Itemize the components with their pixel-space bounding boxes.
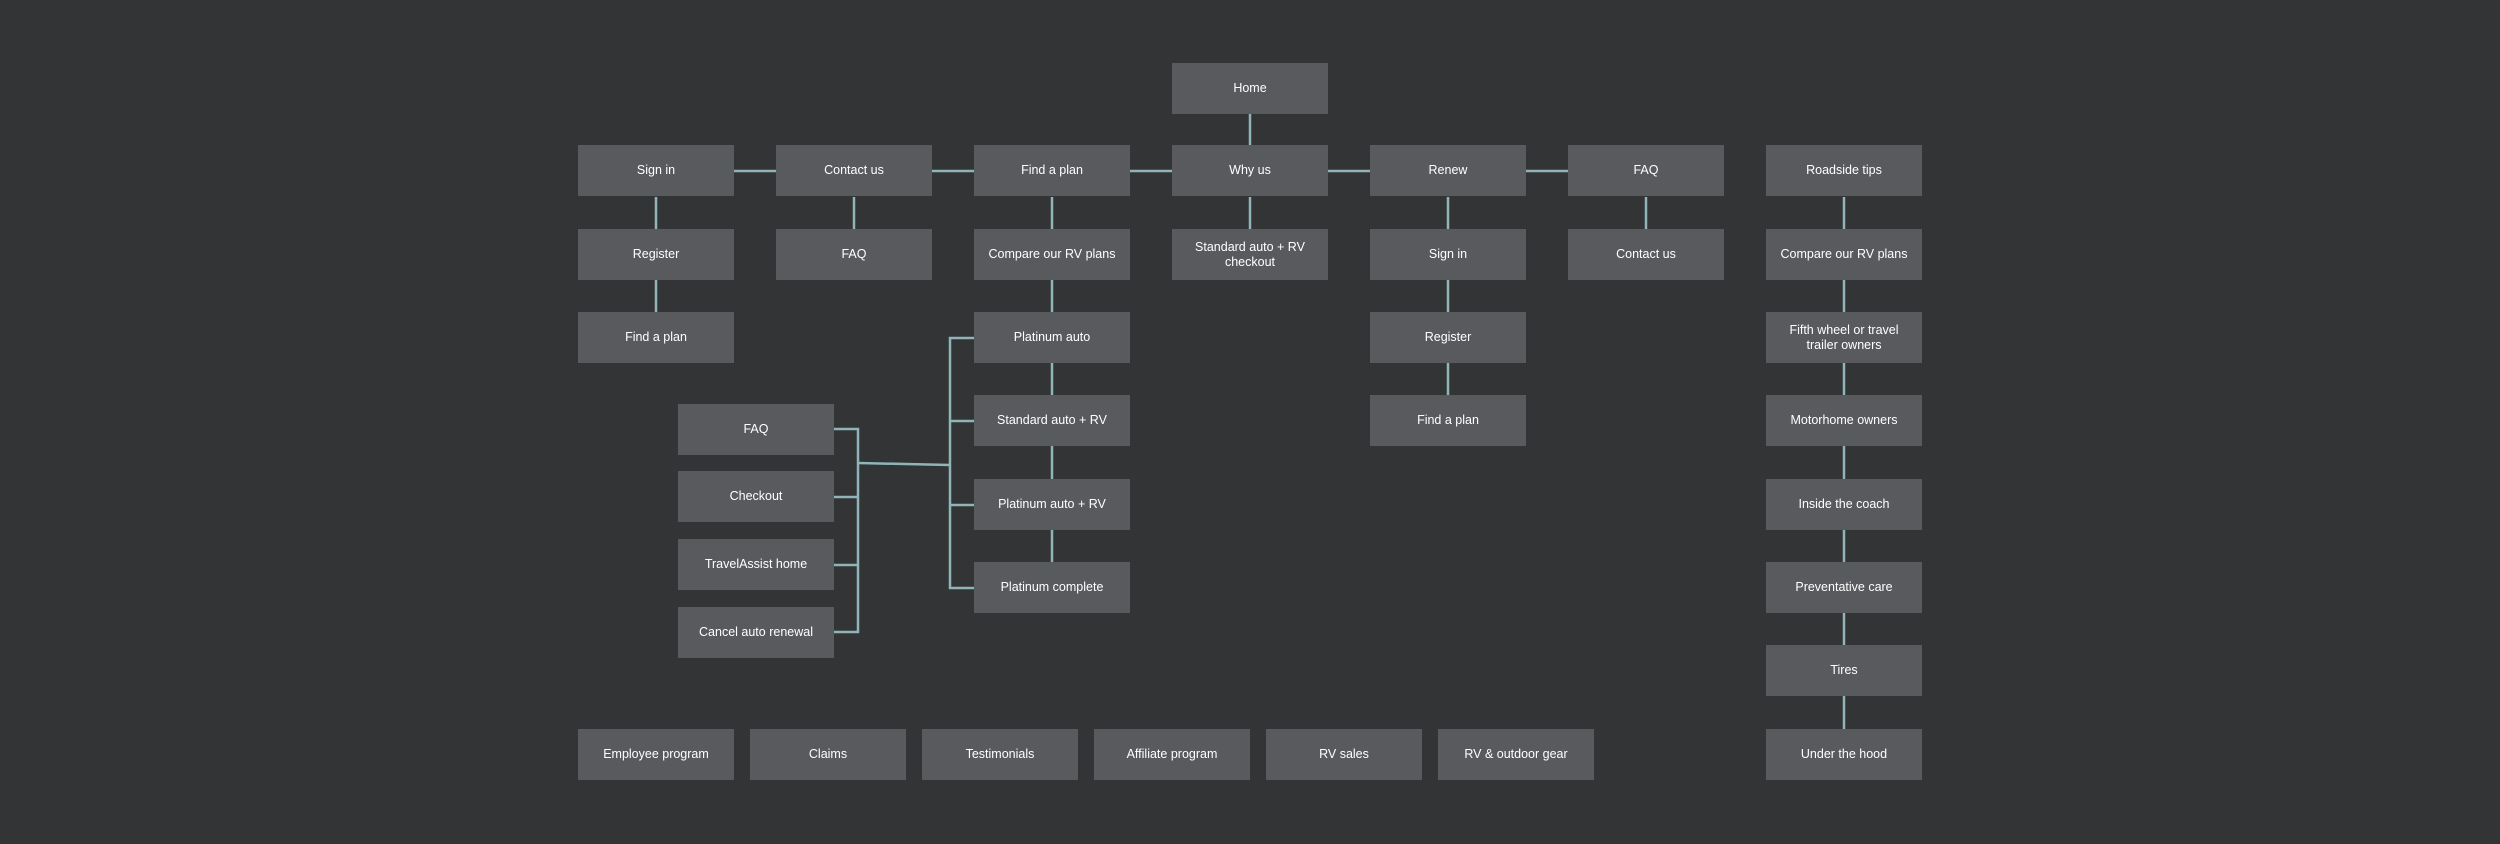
node-contact-us-faq[interactable]: FAQ	[776, 229, 932, 280]
node-sign-in-find-a-plan[interactable]: Find a plan	[578, 312, 734, 363]
node-plan-cancel-auto-renewal[interactable]: Cancel auto renewal	[678, 607, 834, 658]
node-tips-inside-the-coach[interactable]: Inside the coach	[1766, 479, 1922, 530]
node-tips-under-the-hood[interactable]: Under the hood	[1766, 729, 1922, 780]
node-tips-motorhome-owners[interactable]: Motorhome owners	[1766, 395, 1922, 446]
node-tips-tires[interactable]: Tires	[1766, 645, 1922, 696]
node-plan-travelassist-home[interactable]: TravelAssist home	[678, 539, 834, 590]
node-home[interactable]: Home	[1172, 63, 1328, 114]
node-rv-outdoor-gear[interactable]: RV & outdoor gear	[1438, 729, 1594, 780]
node-platinum-auto[interactable]: Platinum auto	[974, 312, 1130, 363]
node-employee-program[interactable]: Employee program	[578, 729, 734, 780]
node-plan-faq[interactable]: FAQ	[678, 404, 834, 455]
node-renew-find-a-plan[interactable]: Find a plan	[1370, 395, 1526, 446]
node-tips-preventative-care[interactable]: Preventative care	[1766, 562, 1922, 613]
node-compare-rv-plans[interactable]: Compare our RV plans	[974, 229, 1130, 280]
node-sign-in-register[interactable]: Register	[578, 229, 734, 280]
node-platinum-auto-rv[interactable]: Platinum auto + RV	[974, 479, 1130, 530]
node-faq-contact-us[interactable]: Contact us	[1568, 229, 1724, 280]
node-sign-in[interactable]: Sign in	[578, 145, 734, 196]
node-standard-auto-rv[interactable]: Standard auto + RV	[974, 395, 1130, 446]
node-renew-register[interactable]: Register	[1370, 312, 1526, 363]
node-renew[interactable]: Renew	[1370, 145, 1526, 196]
node-find-a-plan[interactable]: Find a plan	[974, 145, 1130, 196]
node-standard-auto-rv-checkout[interactable]: Standard auto + RV checkout	[1172, 229, 1328, 280]
node-platinum-complete[interactable]: Platinum complete	[974, 562, 1130, 613]
node-roadside-tips[interactable]: Roadside tips	[1766, 145, 1922, 196]
node-rv-sales[interactable]: RV sales	[1266, 729, 1422, 780]
node-faq[interactable]: FAQ	[1568, 145, 1724, 196]
node-tips-compare-rv-plans[interactable]: Compare our RV plans	[1766, 229, 1922, 280]
node-renew-sign-in[interactable]: Sign in	[1370, 229, 1526, 280]
node-testimonials[interactable]: Testimonials	[922, 729, 1078, 780]
node-plan-checkout[interactable]: Checkout	[678, 471, 834, 522]
node-affiliate-program[interactable]: Affiliate program	[1094, 729, 1250, 780]
node-contact-us[interactable]: Contact us	[776, 145, 932, 196]
node-tips-fifth-wheel[interactable]: Fifth wheel or travel trailer owners	[1766, 312, 1922, 363]
node-why-us[interactable]: Why us	[1172, 145, 1328, 196]
node-claims[interactable]: Claims	[750, 729, 906, 780]
